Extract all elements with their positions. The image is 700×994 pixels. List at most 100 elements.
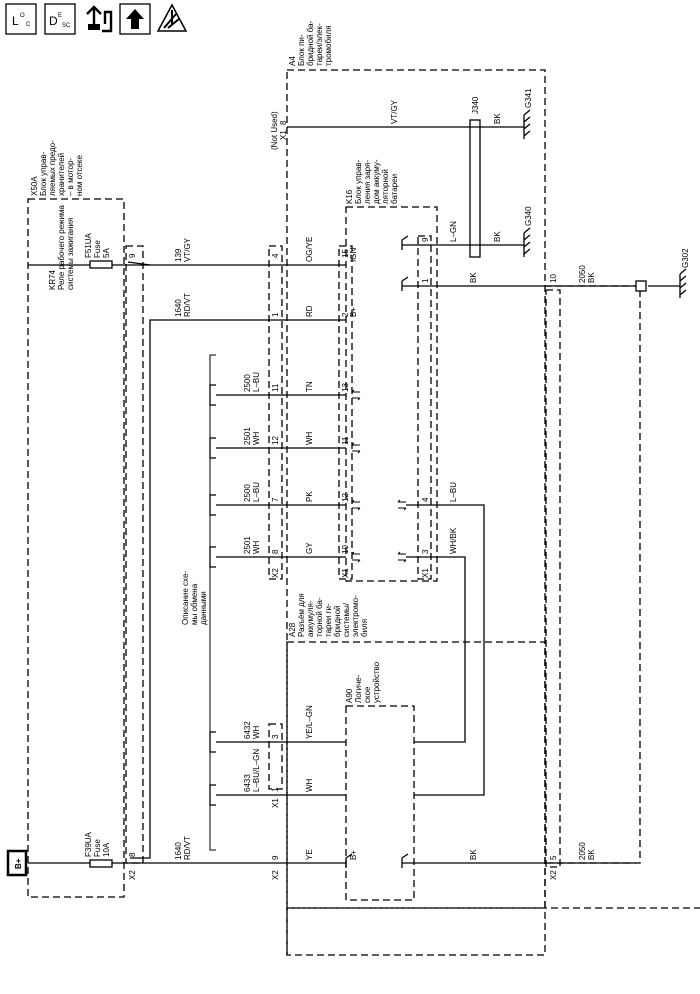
- a28-box: [286, 641, 546, 909]
- k16-box: [345, 206, 438, 582]
- svg-text:Логиче-: Логиче-: [354, 674, 363, 703]
- svg-text:G302: G302: [681, 248, 690, 268]
- svg-text:2501: 2501: [243, 427, 252, 445]
- x2-conn-a4: [545, 289, 561, 868]
- svg-text:4: 4: [271, 253, 280, 258]
- svg-text:устройство: устройство: [372, 661, 381, 703]
- svg-text:9: 9: [128, 253, 137, 258]
- svg-text:RD/VT: RD/VT: [183, 836, 192, 860]
- svg-text:B+: B+: [349, 850, 358, 860]
- svg-text:X2: X2: [549, 870, 558, 880]
- svg-text:ляторной: ляторной: [381, 169, 390, 204]
- svg-text:ном отсеке: ном отсеке: [75, 155, 84, 196]
- up-arrow-icon[interactable]: [119, 3, 151, 35]
- svg-text:1: 1: [271, 787, 280, 792]
- svg-text:WH: WH: [252, 540, 261, 554]
- svg-text:139: 139: [174, 248, 183, 262]
- svg-text:11: 11: [341, 436, 350, 445]
- svg-text:X1: X1: [341, 568, 350, 578]
- svg-text:7: 7: [271, 497, 280, 502]
- svg-text:5A: 5A: [102, 248, 111, 258]
- svg-text:2501: 2501: [243, 536, 252, 554]
- svg-text:10A: 10A: [102, 842, 111, 857]
- x1-conn-k16: [338, 245, 353, 580]
- connector-icon[interactable]: [86, 5, 113, 33]
- svg-text:10: 10: [549, 274, 558, 283]
- svg-text:бридной ба-: бридной ба-: [306, 20, 315, 66]
- svg-text:бридной: бридной: [333, 605, 342, 637]
- svg-text:12: 12: [271, 436, 280, 445]
- svg-text:8: 8: [271, 549, 280, 554]
- svg-text:ления заря-: ления заря-: [363, 160, 372, 204]
- svg-text:тромобиля: тромобиля: [324, 25, 333, 66]
- svg-text:L–GN: L–GN: [449, 221, 458, 242]
- svg-text:электромо-: электромо-: [351, 595, 360, 637]
- a90-ref: A90: [345, 688, 354, 703]
- svg-text:O: O: [20, 13, 25, 19]
- svg-text:Реле рабочего режима: Реле рабочего режима: [57, 205, 66, 290]
- x50a-ref: X50A: [30, 176, 39, 196]
- svg-text:BK: BK: [587, 272, 596, 283]
- svg-text:2050: 2050: [578, 265, 587, 283]
- esd-warning-icon[interactable]: [156, 3, 188, 32]
- svg-text:G341: G341: [524, 88, 533, 108]
- svg-text:(Not Used): (Not Used): [270, 111, 279, 150]
- svg-text:тареи/элек-: тареи/элек-: [315, 23, 324, 66]
- svg-text:хранителей: хранителей: [57, 153, 66, 196]
- svg-text:BK: BK: [493, 231, 502, 242]
- svg-text:BK: BK: [587, 849, 596, 860]
- svg-text:системы/: системы/: [342, 602, 351, 637]
- svg-text:– в мотор-: – в мотор-: [66, 158, 75, 196]
- f39ua-ref: F39UA: [84, 831, 93, 857]
- svg-text:OG/YE: OG/YE: [305, 237, 314, 262]
- svg-text:WH: WH: [305, 431, 314, 445]
- location-icon[interactable]: L O C: [5, 3, 37, 35]
- svg-text:WH/BK: WH/BK: [449, 527, 458, 554]
- svg-text:L–BU/L–GN: L–BU/L–GN: [252, 749, 261, 792]
- svg-text:системы зажигания: системы зажигания: [66, 218, 75, 290]
- svg-text:13: 13: [341, 383, 350, 392]
- svg-text:SC: SC: [62, 23, 71, 29]
- svg-text:Разъём для: Разъём для: [297, 593, 306, 637]
- svg-text:TN: TN: [305, 381, 314, 392]
- a90-box: [345, 705, 415, 901]
- svg-text:VT/GY: VT/GY: [390, 99, 399, 124]
- g302-dashed-wire: [545, 285, 641, 864]
- svg-text:9: 9: [421, 237, 430, 242]
- svg-text:10: 10: [341, 545, 350, 554]
- svg-text:L–BU: L–BU: [449, 482, 458, 502]
- svg-text:Fuse: Fuse: [93, 240, 102, 258]
- svg-text:BK: BK: [493, 113, 502, 124]
- svg-text:15: 15: [341, 249, 350, 258]
- svg-text:1640: 1640: [174, 842, 183, 860]
- svg-text:BK: BK: [469, 272, 478, 283]
- svg-text:J340: J340: [471, 96, 480, 114]
- x2-conn-top: [268, 245, 283, 580]
- x1-conn-a28: [268, 723, 283, 790]
- a4-ref: A4: [288, 56, 297, 66]
- svg-text:1: 1: [271, 312, 280, 317]
- description-icon[interactable]: D E SC: [44, 3, 76, 35]
- svg-text:L–BU: L–BU: [252, 372, 261, 392]
- svg-text:4: 4: [421, 497, 430, 502]
- k16-ref: K16: [345, 189, 354, 204]
- svg-text:C: C: [26, 22, 31, 28]
- svg-text:5: 5: [549, 855, 558, 860]
- svg-text:B+: B+: [349, 307, 358, 317]
- svg-text:2: 2: [341, 312, 350, 317]
- a4-box: [286, 69, 546, 956]
- svg-text:VT/GY: VT/GY: [183, 237, 192, 262]
- x1-conn-k16b: [417, 235, 432, 580]
- svg-text:3: 3: [271, 734, 280, 739]
- svg-text:YE/L–GN: YE/L–GN: [305, 705, 314, 739]
- svg-text:BK: BK: [469, 849, 478, 860]
- svg-text:WH: WH: [252, 725, 261, 739]
- svg-text:WH: WH: [305, 778, 314, 792]
- svg-text:X1: X1: [271, 798, 280, 808]
- svg-text:X1: X1: [421, 568, 430, 578]
- svg-text:2500: 2500: [243, 484, 252, 502]
- svg-text:2500: 2500: [243, 374, 252, 392]
- svg-text:PK: PK: [305, 491, 314, 502]
- svg-text:данными: данными: [199, 591, 208, 625]
- svg-text:аккумуля-: аккумуля-: [306, 600, 315, 637]
